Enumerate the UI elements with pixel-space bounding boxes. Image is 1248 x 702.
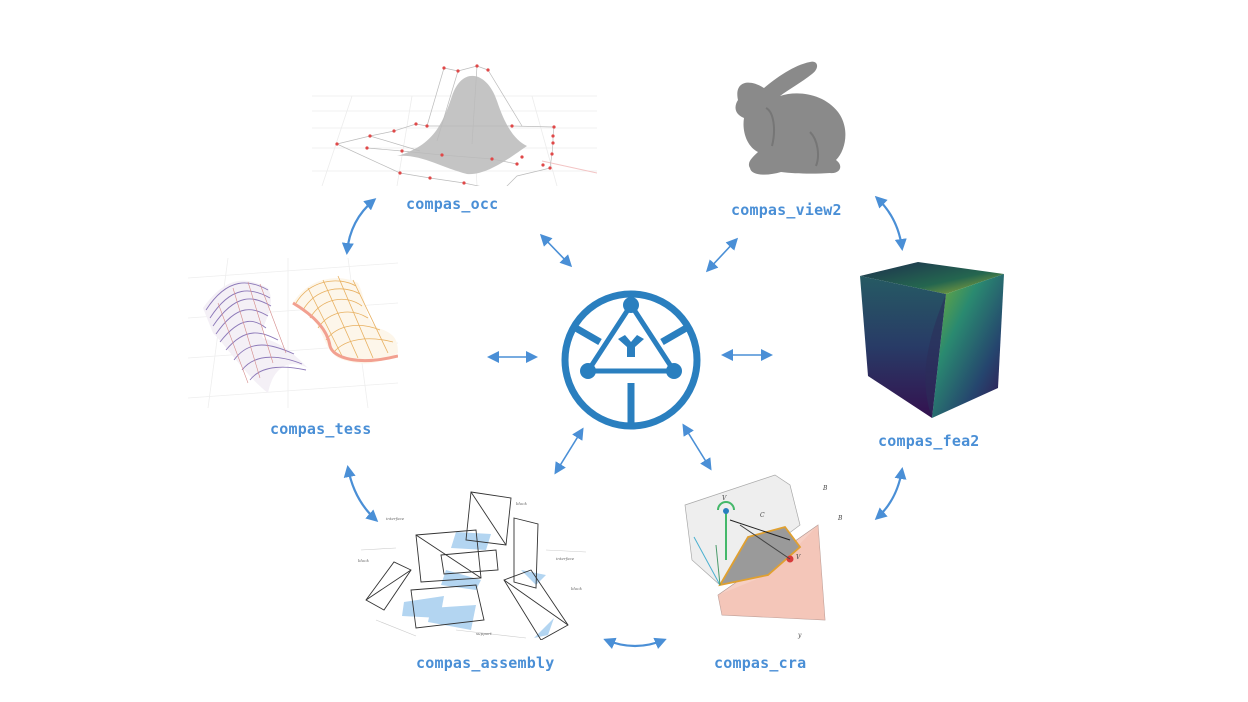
label-compas-tess: compas_tess (270, 420, 372, 438)
svg-text:interface: interface (386, 516, 405, 521)
arrow-fea2-cra (874, 467, 907, 521)
svg-text:B: B (822, 485, 828, 492)
view2-image (726, 60, 856, 180)
svg-text:C: C (760, 512, 765, 519)
assembly-image: interface block interface block support bloc… (356, 490, 606, 640)
arrow-center-assembly (554, 427, 584, 475)
svg-text:B: B (837, 515, 843, 522)
arrow-assembly-cra (603, 637, 667, 649)
tess-image (188, 258, 398, 408)
compas-logo-icon (561, 290, 701, 430)
svg-text:y: y (797, 632, 802, 639)
arrow-tess-assembly (343, 465, 379, 523)
radial-arrows (487, 233, 773, 475)
label-compas-occ: compas_occ (406, 195, 499, 213)
svg-text:block: block (358, 558, 369, 563)
arrow-center-view2 (705, 237, 739, 273)
arrow-view2-fea2 (874, 195, 907, 251)
label-compas-assembly: compas_assembly (416, 654, 555, 672)
fea2-image (858, 258, 1008, 423)
ring-arrows (341, 195, 907, 649)
arrow-occ-tess (341, 198, 377, 255)
svg-text:V: V (722, 495, 727, 502)
svg-text:V: V (796, 554, 801, 561)
occ-image (312, 56, 597, 186)
label-compas-view2: compas_view2 (731, 201, 842, 219)
svg-text:interface: interface (556, 556, 575, 561)
svg-text:block: block (516, 501, 527, 506)
svg-text:support: support (476, 631, 492, 636)
label-compas-cra: compas_cra (714, 654, 807, 672)
arrow-center-occ (539, 233, 573, 268)
arrow-center-cra (682, 423, 712, 471)
label-compas-fea2: compas_fea2 (878, 432, 980, 450)
svg-text:block: block (571, 586, 582, 591)
